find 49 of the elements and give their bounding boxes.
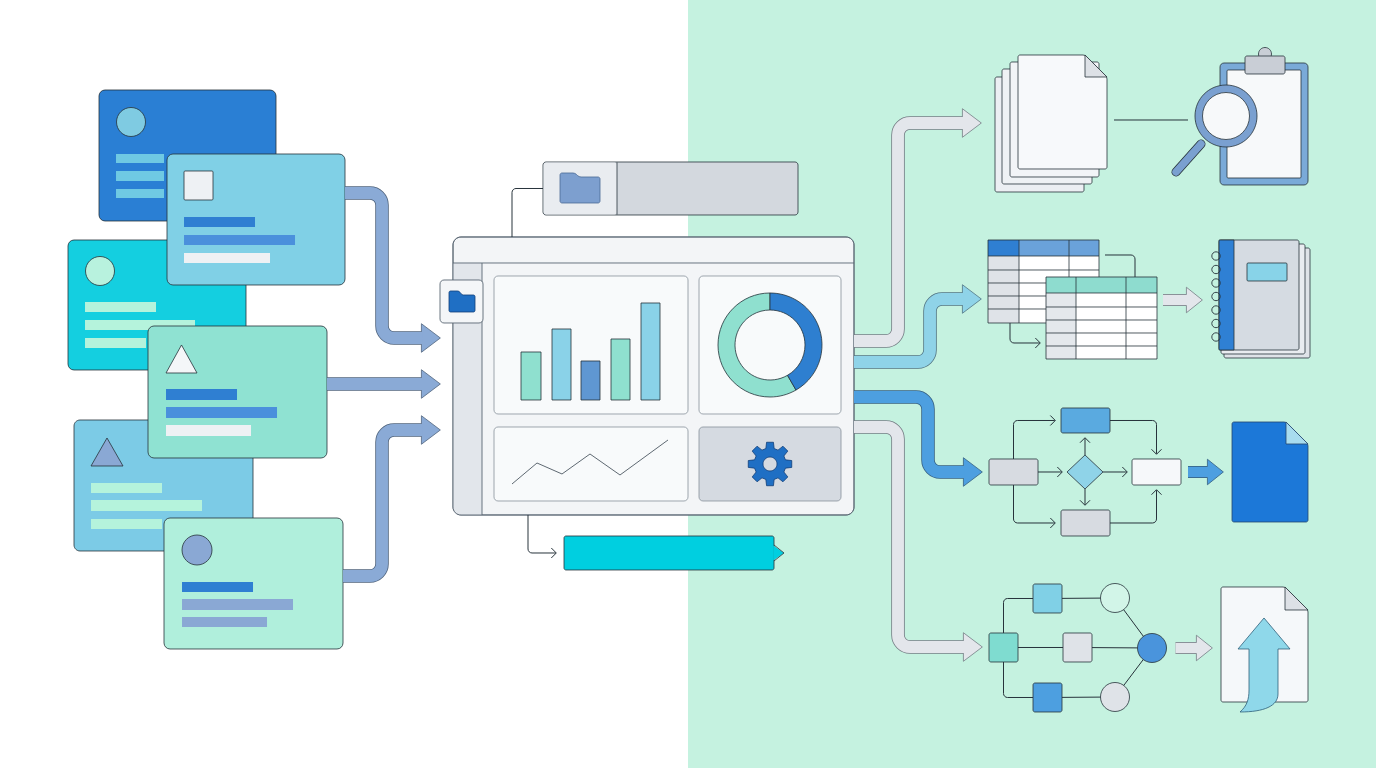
block-arrow	[327, 369, 441, 399]
connector-line	[1017, 647, 1064, 648]
notebook	[1211, 239, 1311, 359]
circle-node	[1100, 583, 1130, 613]
arrow	[1009, 322, 1041, 349]
connector-line	[1003, 598, 1034, 634]
connector-line	[1061, 597, 1101, 599]
connector-line	[1123, 609, 1144, 637]
connector-line	[1113, 119, 1189, 121]
upload-document	[1220, 586, 1309, 713]
block-arrow	[854, 390, 983, 487]
arrow	[1079, 437, 1091, 456]
document-stack	[994, 54, 1108, 193]
square-node	[988, 632, 1019, 663]
process-box	[1060, 407, 1111, 434]
connector-line	[511, 188, 544, 238]
decision-diamond	[1066, 454, 1104, 490]
block-arrow	[1188, 458, 1224, 486]
block-arrow	[1175, 634, 1213, 662]
block-arrow	[345, 186, 441, 353]
circle-node	[1100, 682, 1130, 712]
square-node	[1032, 583, 1063, 614]
arrow	[527, 514, 557, 559]
arrow	[1079, 488, 1091, 506]
block-arrow	[854, 108, 982, 348]
arrow	[1037, 466, 1063, 478]
connector-line	[1104, 254, 1136, 278]
process-box	[1060, 509, 1111, 537]
arrow	[1109, 420, 1162, 455]
block-arrow	[854, 284, 982, 369]
arrow	[1013, 484, 1056, 529]
block-arrow	[1163, 286, 1203, 314]
square-node	[1062, 632, 1093, 663]
block-arrow	[854, 420, 983, 662]
document	[1231, 421, 1309, 523]
circle-node	[1137, 633, 1167, 663]
process-box	[1131, 458, 1182, 486]
connector-line	[1123, 659, 1144, 686]
arrow	[1102, 466, 1128, 478]
arrow	[1013, 415, 1056, 460]
tag-bar	[563, 535, 785, 571]
connector-line	[1091, 647, 1138, 649]
arrow	[1109, 489, 1162, 524]
process-box	[988, 458, 1039, 486]
square-node	[1032, 682, 1063, 713]
table-sheet	[1045, 276, 1158, 360]
connector-line	[1061, 696, 1101, 698]
connector-line	[1003, 661, 1034, 698]
block-arrow	[343, 415, 441, 583]
